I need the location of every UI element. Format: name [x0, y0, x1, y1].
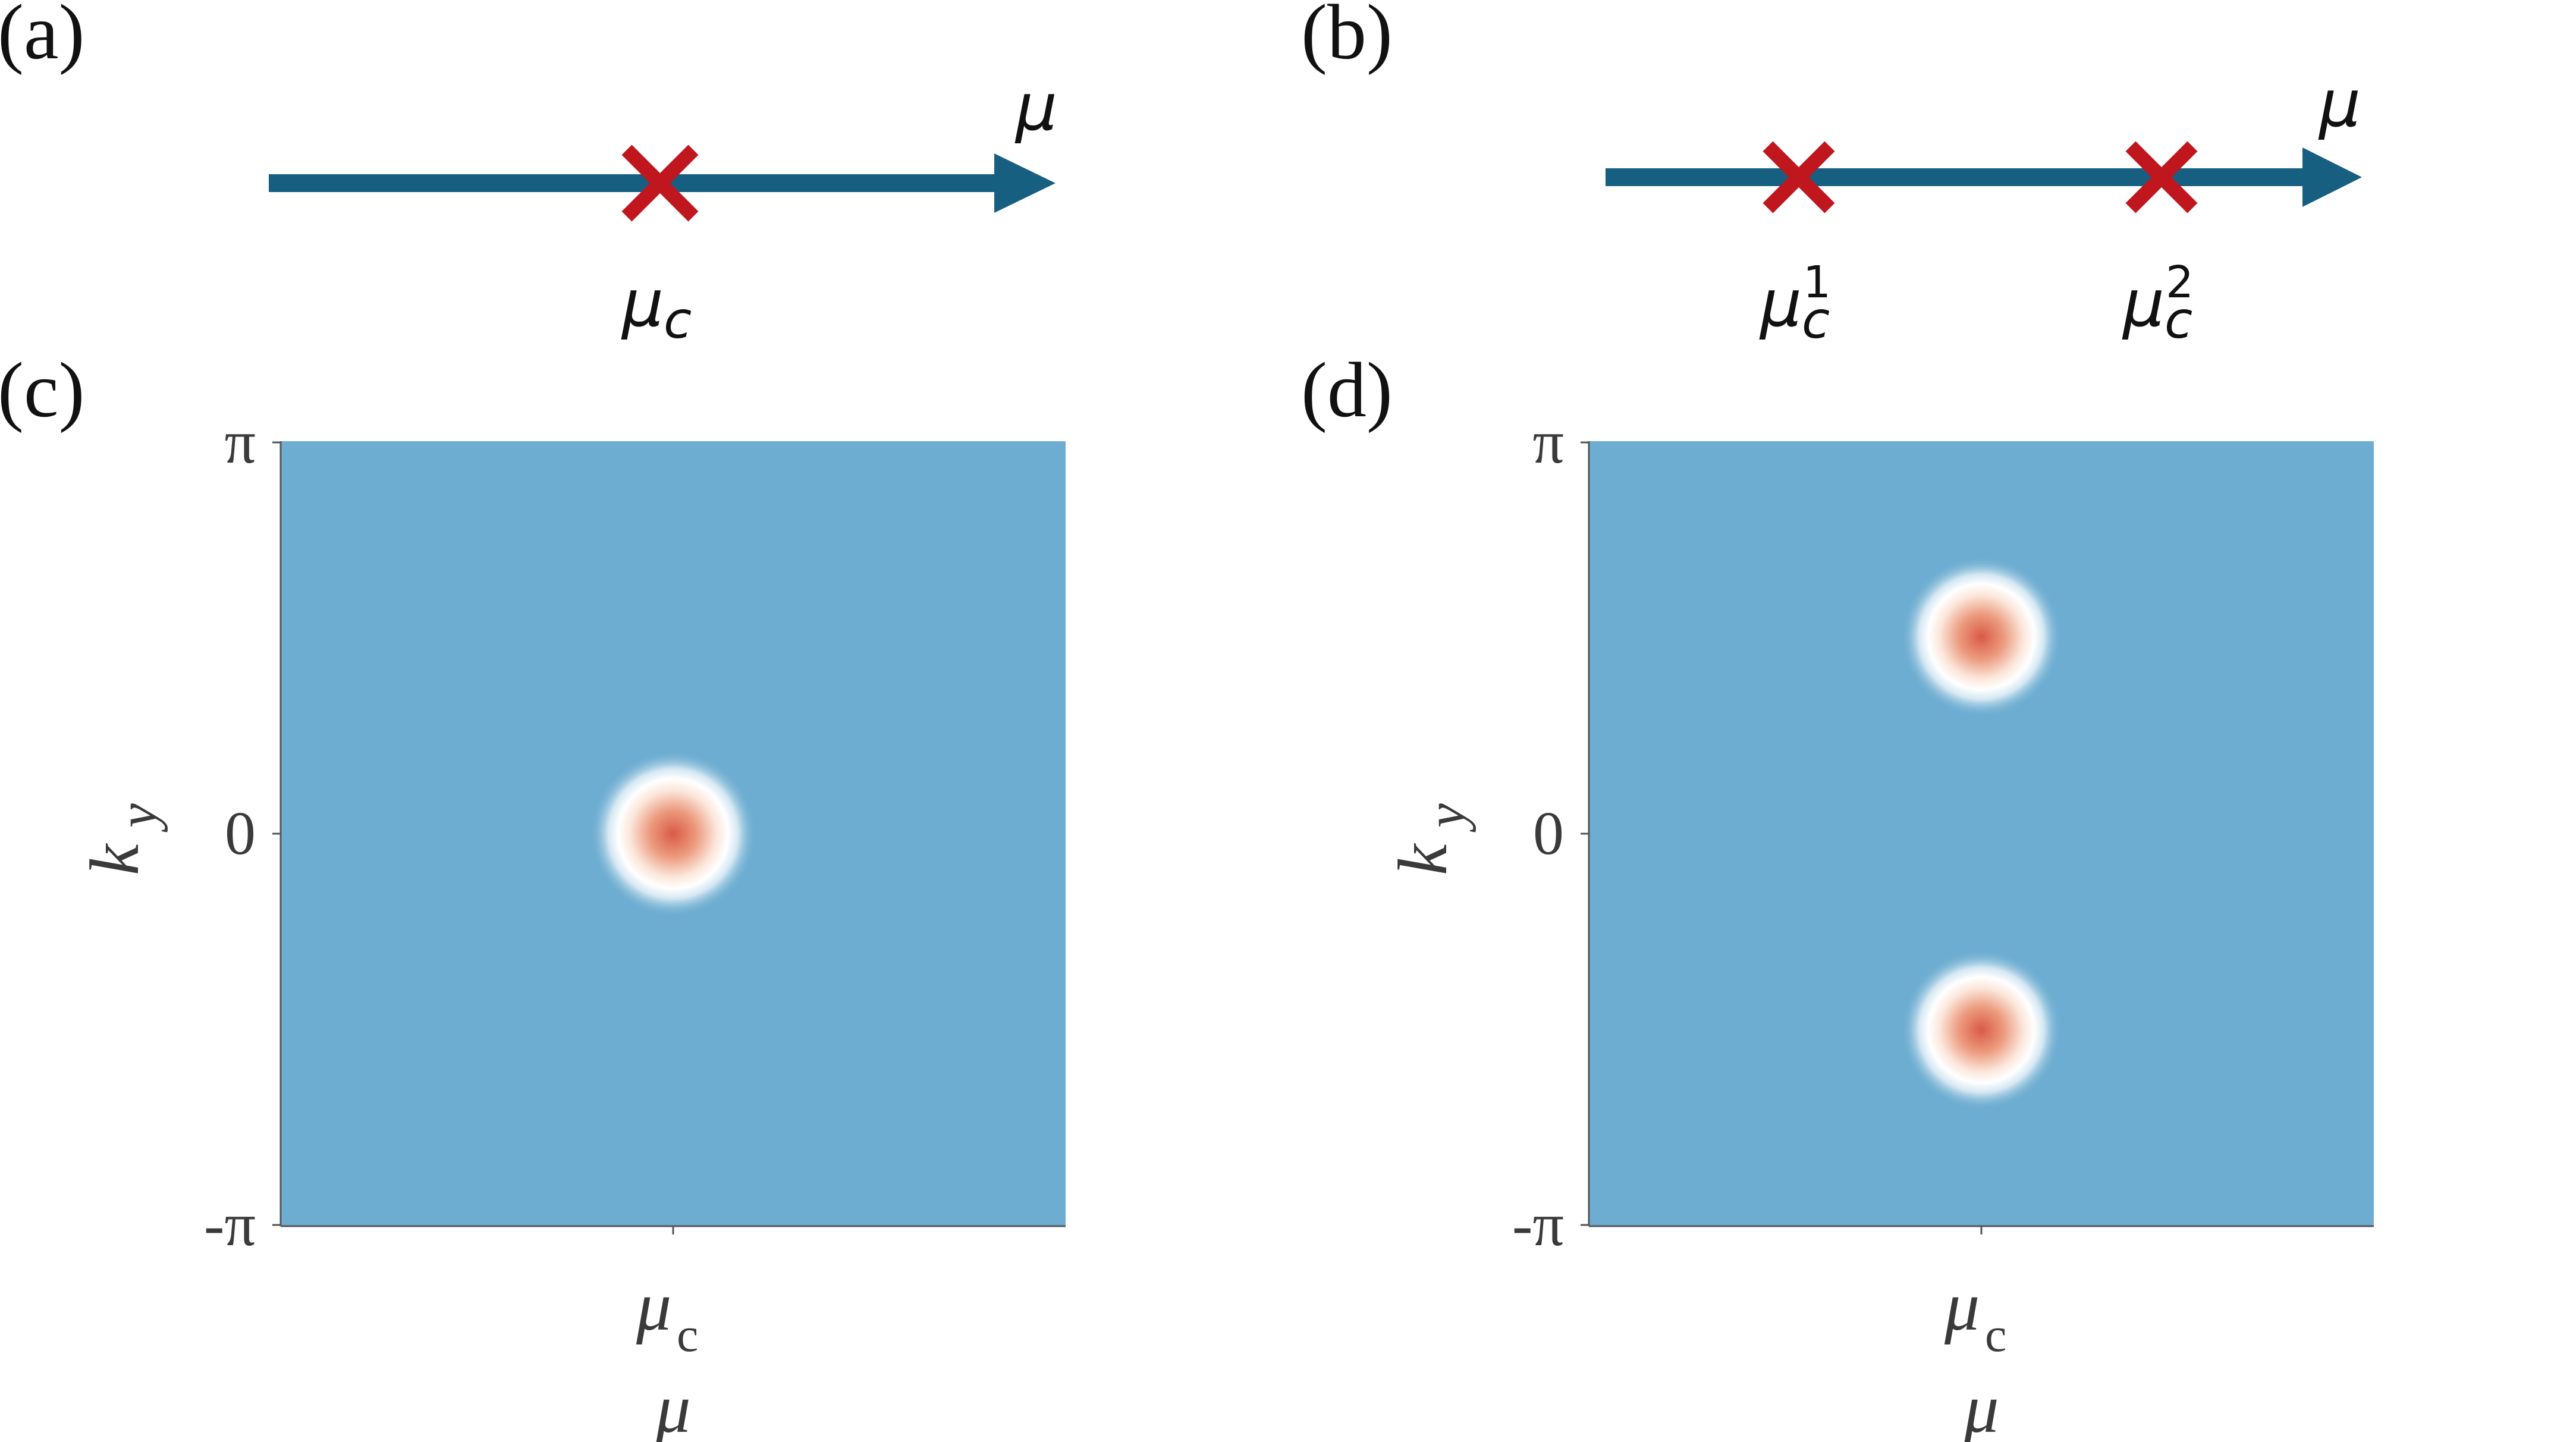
svg-text:2: 2 — [2166, 257, 2194, 308]
panel-d: (d) π 0 -π μ c μ k y — [1301, 346, 2374, 1442]
svg-text:y: y — [1415, 803, 1476, 832]
y-tick-zero: 0 — [225, 799, 256, 868]
critical-point-cross-2 — [2125, 141, 2198, 213]
mu-axis-label: μ — [2318, 65, 2361, 142]
y-tick-minus-pi: -π — [204, 1190, 256, 1259]
heatmap-peak-upper — [1901, 557, 2062, 717]
svg-text:k: k — [76, 843, 153, 875]
svg-text:c: c — [1985, 1308, 2006, 1362]
x-tick-mu-c: μ c — [636, 1267, 698, 1362]
heatmap-peak — [590, 750, 756, 917]
panel-d-label: (d) — [1301, 346, 1393, 433]
mu-axis-arrowhead — [994, 153, 1055, 213]
svg-text:y: y — [107, 803, 168, 832]
svg-text:μ: μ — [1944, 1267, 1980, 1345]
mu-axis-arrowhead — [2302, 147, 2362, 207]
x-tick-mu-c: μ c — [1944, 1267, 2006, 1362]
svg-text:c: c — [2165, 291, 2192, 350]
svg-text:1: 1 — [1803, 257, 1831, 308]
y-tick-pi: π — [224, 408, 256, 476]
critical-point-cross — [621, 144, 699, 222]
panel-a: (a) μ μ c — [0, 0, 1057, 350]
y-axis-title: k y — [76, 803, 168, 875]
svg-text:μ: μ — [636, 1267, 671, 1345]
svg-text:c: c — [664, 291, 692, 350]
critical-point-label-1: μ c 1 — [1759, 257, 1831, 350]
y-tick-zero: 0 — [1533, 799, 1564, 868]
svg-text:μ: μ — [2122, 265, 2165, 341]
panel-c-label: (c) — [0, 346, 85, 433]
critical-point-cross-1 — [1763, 141, 1835, 213]
mu-axis-label: μ — [1014, 69, 1057, 145]
y-tick-pi: π — [1532, 408, 1564, 476]
critical-point-label-2: μ c 2 — [2122, 257, 2194, 350]
svg-text:μ: μ — [1759, 265, 1802, 341]
svg-text:k: k — [1384, 843, 1462, 875]
critical-point-label: μ c — [621, 265, 692, 350]
x-axis-title: μ — [655, 1369, 690, 1442]
svg-text:c: c — [1802, 291, 1830, 350]
panel-b: (b) μ μ c 1 μ c 2 — [1301, 0, 2362, 350]
svg-text:μ: μ — [621, 265, 664, 341]
panel-c: (c) π 0 -π μ c μ k y — [0, 346, 1066, 1442]
panel-b-label: (b) — [1301, 0, 1393, 76]
svg-text:c: c — [677, 1308, 698, 1362]
y-tick-minus-pi: -π — [1512, 1190, 1564, 1259]
panel-a-label: (a) — [0, 0, 85, 76]
y-axis-title: k y — [1384, 803, 1476, 875]
heatmap-peak-lower — [1901, 950, 2062, 1110]
x-axis-title: μ — [1963, 1369, 1999, 1442]
